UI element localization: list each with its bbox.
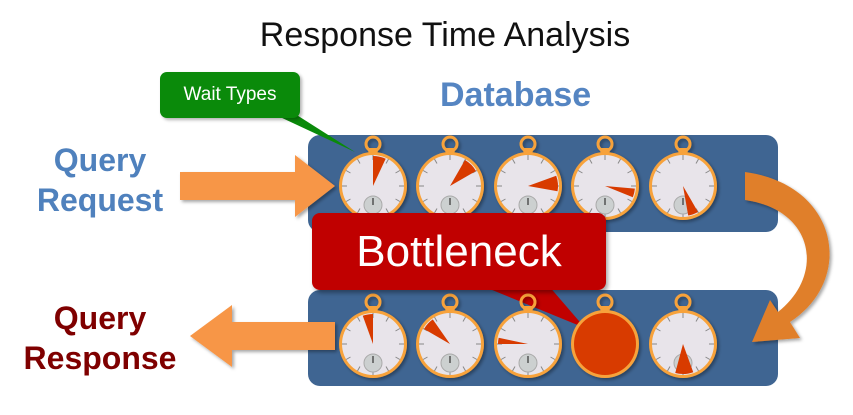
stopwatch-icon: [571, 293, 639, 378]
stopwatch-icon: [571, 135, 639, 220]
wait-wedge: [605, 186, 635, 198]
wait-types-callout-tail: [265, 110, 355, 152]
wait-wedge: [683, 186, 698, 216]
stopwatch-icon: [416, 135, 484, 220]
request-arrow: [180, 155, 335, 217]
bottleneck-callout: Bottleneck: [312, 213, 606, 290]
label-line: Request: [36, 182, 164, 218]
stopwatch-icon: [339, 293, 407, 378]
page-title: Response Time Analysis: [259, 16, 631, 54]
stopwatch-icon: [339, 135, 407, 220]
stopwatch-icon: [416, 293, 484, 378]
wait-wedge: [498, 337, 528, 344]
label-line: Query: [53, 300, 147, 336]
stopwatch-icon: [494, 293, 562, 378]
wait-types-callout: Wait Types: [160, 72, 300, 118]
response-arrow: [190, 305, 335, 367]
stopwatch-icon: [649, 293, 717, 378]
wait-wedge: [450, 160, 476, 186]
wait-wedge: [373, 156, 386, 186]
label-line: Query: [53, 142, 147, 178]
label-line: Response: [23, 340, 177, 376]
return-curved-arrow: [745, 172, 830, 342]
wait-wedge: [362, 314, 373, 344]
wait-wedge: [528, 175, 558, 192]
stopwatch-icon: [649, 135, 717, 220]
wait-wedge: [675, 344, 694, 375]
database-label: Database: [440, 76, 592, 114]
stopwatch-icon: [494, 135, 562, 220]
wait-wedge: [424, 319, 450, 344]
